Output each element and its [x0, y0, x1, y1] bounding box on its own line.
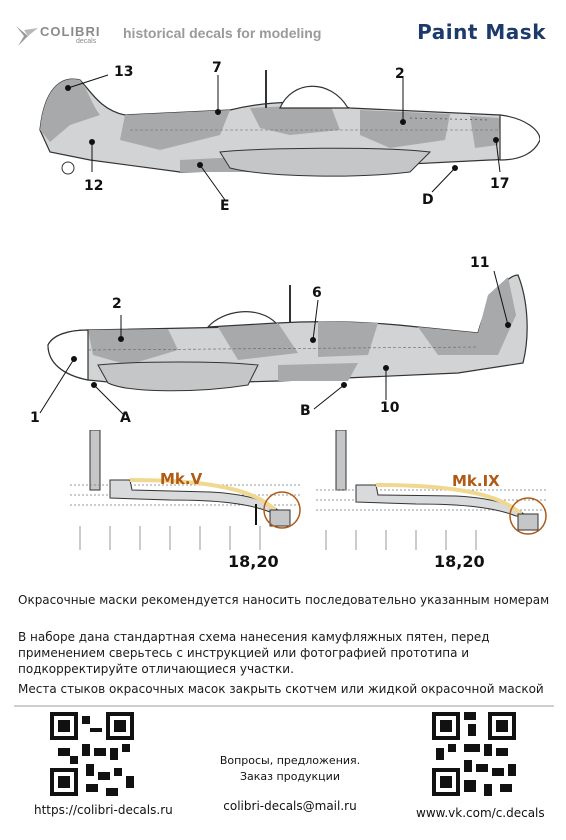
callout-label: A — [120, 410, 131, 426]
brand-logo: COLIBRI decals historical decals for mod… — [14, 20, 344, 56]
variant-label: Mk.V — [160, 470, 203, 488]
callout-label: 12 — [84, 178, 104, 194]
footer-divider — [14, 705, 554, 707]
qr-code-website — [50, 712, 134, 796]
canopy-numbers: 18,20 — [434, 552, 485, 571]
callout-label: 2 — [395, 66, 405, 82]
callout-label: 17 — [490, 176, 510, 192]
page-title: Paint Mask — [417, 20, 546, 44]
vk-link[interactable]: www.vk.com/c.decals — [416, 806, 545, 820]
canopy-numbers: 18,20 — [228, 552, 279, 571]
colibri-bird-icon — [16, 26, 38, 46]
callout-label: 13 — [114, 64, 134, 80]
callout-label: 10 — [380, 400, 400, 416]
aircraft-side-view-right — [39, 70, 540, 201]
website-link[interactable]: https://colibri-decals.ru — [34, 803, 173, 817]
callout-label: 1 — [30, 410, 40, 426]
instruction-scheme: В наборе дана стандартная схема нанесени… — [18, 630, 490, 676]
callout-label: 2 — [112, 296, 122, 312]
canopy-detail-mkv — [70, 430, 301, 550]
instruction-joints: Места стыков окрасочных масок закрыть ск… — [18, 682, 544, 696]
callout-label: B — [300, 403, 311, 419]
qr-code-vk — [432, 712, 516, 796]
canopy-detail-mkix — [316, 430, 547, 550]
aircraft-side-view-left — [39, 270, 528, 416]
variant-label: Mk.IX — [452, 472, 500, 490]
contact-line-2: Заказ продукции — [240, 770, 340, 783]
callout-label: 6 — [312, 285, 322, 301]
contact-line-1: Вопросы, предложения. — [219, 754, 361, 767]
callout-label: 11 — [470, 255, 490, 271]
callout-label: E — [220, 198, 230, 214]
callout-label: 7 — [212, 60, 222, 76]
brand-name: COLIBRI — [40, 24, 101, 39]
callout-label: D — [422, 192, 434, 208]
brand-tagline: historical decals for modeling — [123, 25, 322, 41]
email-link[interactable]: colibri-decals@mail.ru — [223, 799, 357, 813]
instruction-order: Окрасочные маски рекомендуется наносить … — [18, 593, 550, 607]
brand-sub: decals — [76, 38, 97, 45]
